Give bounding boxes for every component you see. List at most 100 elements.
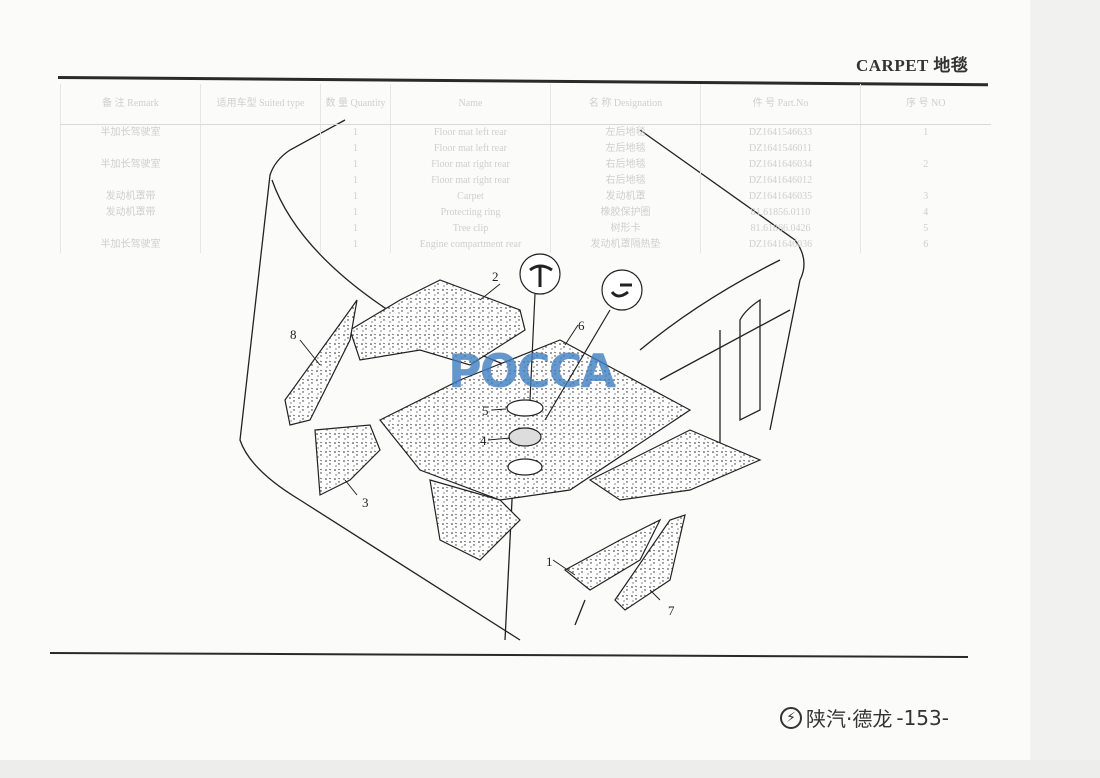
table-cell: 发动机罩隔热垫 (550, 237, 701, 253)
table-header: Name (390, 84, 551, 125)
table-cell: Floor mat right rear (390, 173, 551, 189)
table-cell (200, 221, 321, 237)
table-cell: 1 (320, 141, 391, 157)
leader-lines (299, 283, 661, 601)
table-cell: 3 (860, 189, 991, 205)
table-cell: 右后地毯 (550, 157, 701, 173)
table-cell: 发动机罩 (550, 189, 701, 205)
callout-7: 7 (668, 603, 675, 618)
table-cell: 1 (320, 221, 391, 237)
table-cell: 5 (860, 221, 991, 237)
callout-8: 8 (290, 327, 297, 342)
table-cell: 发动机罩带 (60, 189, 201, 205)
table-header: 适用车型 Suited type (200, 84, 321, 125)
page-footer: ⚡ 陕汽·德龙 -153- (780, 703, 949, 732)
mat-7 (614, 514, 686, 611)
table-cell: 81.61866.0426 (700, 221, 861, 237)
mat-right (588, 429, 762, 501)
shaanxi-logo-icon: ⚡ (780, 706, 802, 729)
table-cell (200, 157, 321, 173)
table-cell (200, 173, 321, 189)
mat-center (429, 479, 521, 561)
table-cell (860, 173, 991, 189)
table-cell: 1 (320, 189, 391, 205)
table-cell: 1 (320, 205, 391, 221)
table-cell: 左后地毯 (550, 124, 701, 141)
table-cell: Engine compartment rear (390, 237, 551, 253)
table-cell: Floor mat left rear (390, 124, 551, 141)
table-header: 名 称 Designation (550, 84, 701, 125)
table-cell: DZ1641646012 (700, 173, 861, 189)
page-number: -153- (896, 705, 949, 730)
callout-2: 2 (492, 269, 499, 284)
brand-name: 陕汽·德龙 (806, 707, 893, 731)
clip-detail (601, 269, 643, 311)
table-cell: Tree clip (390, 221, 551, 237)
table-cell: DZ1641646036 (700, 237, 861, 253)
scan-bottom-edge (0, 760, 1100, 778)
callout-1: 1 (546, 554, 553, 569)
table-header: 件 号 Part.No (700, 84, 861, 125)
table-cell: DZ1641546011 (700, 141, 861, 157)
table-cell (860, 141, 991, 157)
table-cell: 1 (320, 157, 391, 173)
table-cell: 右后地毯 (550, 173, 701, 189)
callout-4: 4 (480, 433, 487, 448)
table-cell: 1 (320, 173, 391, 189)
table-cell (60, 221, 201, 237)
mat-6 (379, 339, 692, 501)
table-header: 备 注 Remark (60, 84, 201, 125)
table-cell: 4 (860, 205, 991, 221)
ring-details (506, 253, 643, 476)
floor-mats (284, 279, 762, 611)
table-cell: Floor mat right rear (390, 157, 551, 173)
mat-1 (563, 518, 662, 591)
table-cell: 1 (320, 237, 391, 253)
table-cell: 橡胶保护圈 (550, 205, 701, 221)
table-cell: 1 (860, 124, 991, 141)
table-cell (200, 205, 321, 221)
table-cell (60, 173, 201, 189)
table-cell: 半加长驾驶室 (60, 124, 201, 141)
table-cell: Protecting ring (390, 205, 551, 221)
table-cell (200, 237, 321, 253)
table-cell: 6 (860, 237, 991, 253)
table-cell: DZ1641546633 (700, 124, 861, 141)
table-cell: 半加长驾驶室 (60, 237, 201, 253)
scan-edge (1030, 0, 1100, 778)
table-cell: Carpet (390, 189, 551, 205)
table-cell: 发动机罩带 (60, 205, 201, 221)
callout-6: 6 (578, 318, 585, 333)
mat-3 (314, 424, 381, 496)
watermark-logo: POCCA (448, 344, 616, 398)
table-cell: 2 (860, 157, 991, 173)
table-cell: Floor mat left rear (390, 141, 551, 157)
table-cell: DZ1641646035 (700, 189, 861, 205)
table-cell: 1 (320, 124, 391, 141)
table-cell: DZ1641646034 (700, 157, 861, 173)
table-cell: 81.61856.0110 (700, 205, 861, 221)
mat-8 (284, 299, 358, 426)
table-cell (200, 124, 321, 141)
table-cell: 左后地毯 (550, 141, 701, 157)
callout-5: 5 (482, 403, 489, 418)
table-header: 数 量 Quantity (320, 84, 391, 125)
table-header: 序 号 NO (860, 84, 991, 125)
table-cell: 树形卡 (550, 221, 701, 237)
table-cell (60, 141, 201, 157)
table-cell (200, 189, 321, 205)
mat-2 (349, 279, 526, 366)
callout-3: 3 (362, 495, 369, 510)
table-cell (200, 141, 321, 157)
table-cell: 半加长驾驶室 (60, 157, 201, 173)
